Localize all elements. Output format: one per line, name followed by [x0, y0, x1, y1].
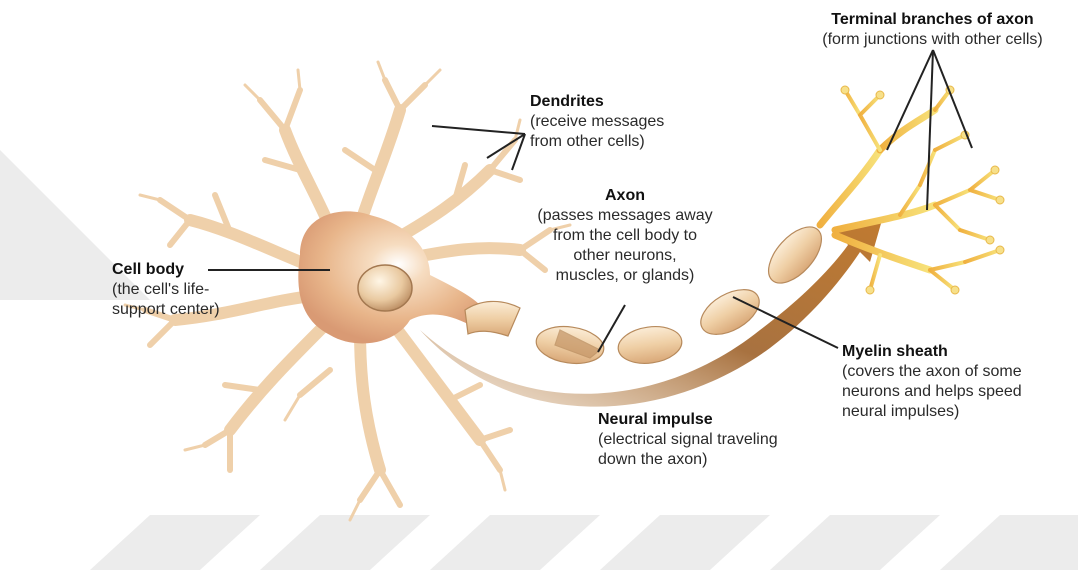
terminal-desc-1: (form junctions with other cells): [790, 30, 1075, 50]
label-axon: Axon (passes messages away from the cell…: [510, 186, 740, 286]
myelin-title: Myelin sheath: [842, 342, 1022, 362]
dendrites-pointer-1: [432, 126, 525, 134]
myelin-desc-1: (covers the axon of some: [842, 362, 1022, 382]
cell-body: [298, 211, 480, 343]
axon-title: Axon: [510, 186, 740, 206]
axon-desc-2: from the cell body to: [510, 226, 740, 246]
terminal-title: Terminal branches of axon: [790, 10, 1075, 30]
cell-body-desc-2: support center): [112, 300, 220, 320]
impulse-desc-1: (electrical signal traveling: [598, 430, 778, 450]
myelin-desc-2: neurons and helps speed: [842, 382, 1022, 402]
terminal-pointer-2: [927, 50, 933, 210]
axon-desc-1: (passes messages away: [510, 206, 740, 226]
impulse-desc-2: down the axon): [598, 450, 778, 470]
dendrites-desc-2: from other cells): [530, 132, 664, 152]
nucleus: [358, 265, 412, 311]
label-neural-impulse: Neural impulse (electrical signal travel…: [598, 410, 778, 470]
terminal-pointer-1: [887, 50, 933, 150]
dendrites-desc-1: (receive messages: [530, 112, 664, 132]
impulse-title: Neural impulse: [598, 410, 778, 430]
axon-desc-3: other neurons,: [510, 246, 740, 266]
label-terminal-branches: Terminal branches of axon (form junction…: [790, 10, 1075, 50]
label-myelin-sheath: Myelin sheath (covers the axon of some n…: [842, 342, 1022, 422]
label-cell-body: Cell body (the cell's life- support cent…: [112, 260, 220, 320]
label-dendrites: Dendrites (receive messages from other c…: [530, 92, 664, 152]
terminal-pointer-3: [933, 50, 972, 148]
myelin-desc-3: neural impulses): [842, 402, 1022, 422]
cell-body-desc-1: (the cell's life-: [112, 280, 220, 300]
cell-body-title: Cell body: [112, 260, 220, 280]
dendrites-title: Dendrites: [530, 92, 664, 112]
axon-desc-4: muscles, or glands): [510, 266, 740, 286]
